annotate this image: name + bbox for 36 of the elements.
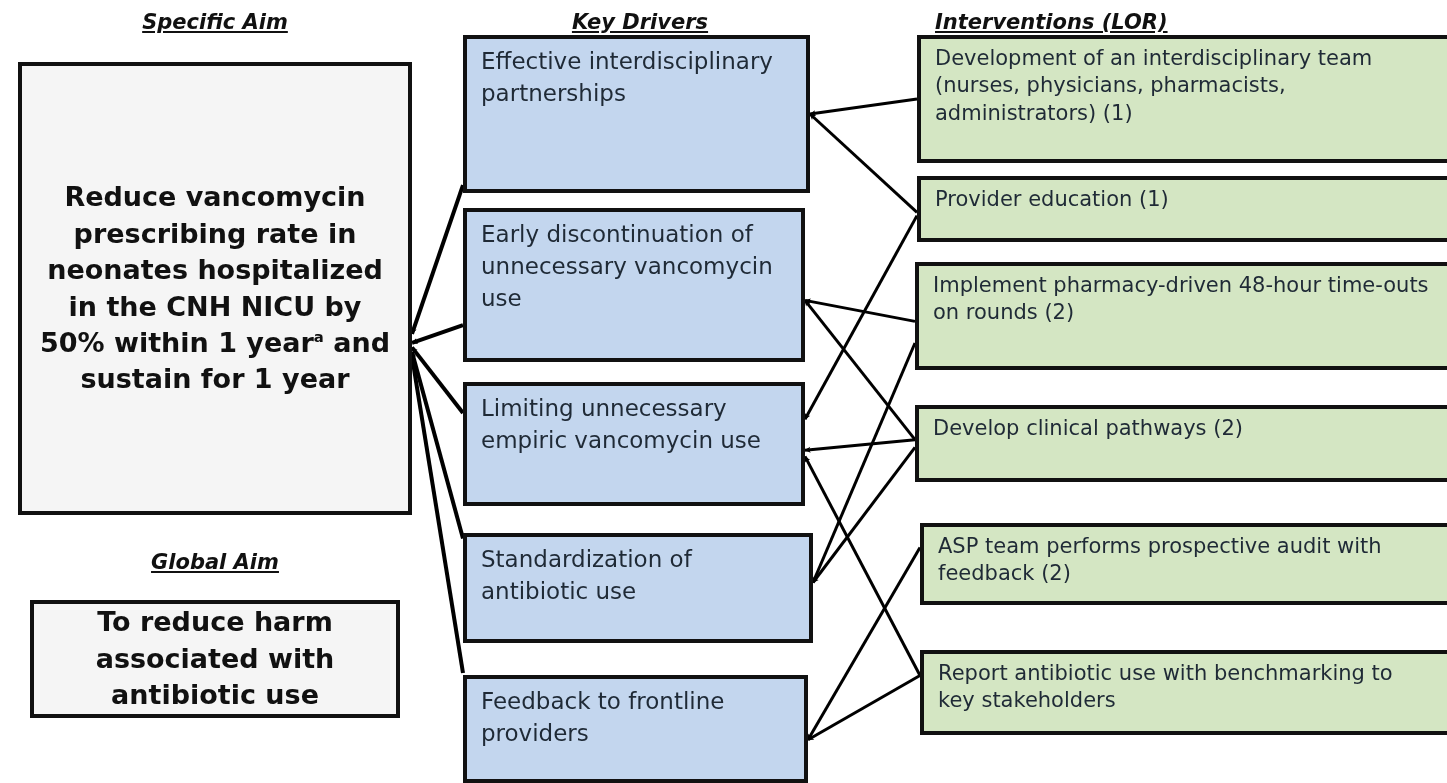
aim-heading: Global Aim xyxy=(151,550,279,574)
driver-text: Early discontinuation of unnecessary vancomycin use xyxy=(481,220,774,314)
column-heading: Interventions (LOR) xyxy=(935,10,1168,34)
aim-box xyxy=(18,62,412,515)
arrow xyxy=(807,674,921,742)
intervention-box xyxy=(917,176,1447,242)
driver-box xyxy=(463,675,808,783)
driver-box xyxy=(463,382,805,506)
intervention-box xyxy=(920,650,1447,735)
intervention-text: Provider education (1) xyxy=(935,186,1170,213)
driver-text: Standardization of antibiotic use xyxy=(481,545,694,607)
driver-box xyxy=(463,533,813,643)
aim-box xyxy=(30,600,400,718)
intervention-box xyxy=(915,262,1447,370)
driver-text: Effective interdisciplinary partnerships xyxy=(481,47,774,109)
intervention-text: Development of an interdisciplinary team (nurses, physicians, pharmacists, administrators) (1) xyxy=(935,45,1374,127)
driver-box xyxy=(463,208,805,362)
aim-heading: Specific Aim xyxy=(142,10,288,34)
arrow xyxy=(411,323,464,345)
arrow xyxy=(804,298,916,323)
intervention-text: Report antibiotic use with benchmarking to key stakeholders xyxy=(938,660,1394,715)
intervention-box xyxy=(917,35,1447,163)
aim-text: Reduce vancomycin prescribing rate in neonates hospitalized in the CNH NICU by 50% within 1 year$^{a}$ and sustain for 1 year xyxy=(38,180,392,397)
arrow xyxy=(809,97,918,117)
driver-text: Limiting unnecessary empiric vancomycin use xyxy=(481,394,762,456)
intervention-box xyxy=(915,405,1447,482)
driver-box xyxy=(463,35,810,193)
arrow xyxy=(804,438,916,453)
intervention-text: ASP team performs prospective audit with feedback (2) xyxy=(938,533,1383,588)
intervention-box xyxy=(920,523,1447,605)
intervention-text: Develop clinical pathways (2) xyxy=(933,415,1244,442)
column-heading: Key Drivers xyxy=(571,10,709,34)
aim-text: To reduce harm associated with antibiotic use xyxy=(94,605,336,713)
intervention-text: Implement pharmacy-driven 48-hour time-outs on rounds (2) xyxy=(933,272,1430,327)
arrow xyxy=(809,112,918,214)
driver-text: Feedback to frontline providers xyxy=(481,687,726,749)
